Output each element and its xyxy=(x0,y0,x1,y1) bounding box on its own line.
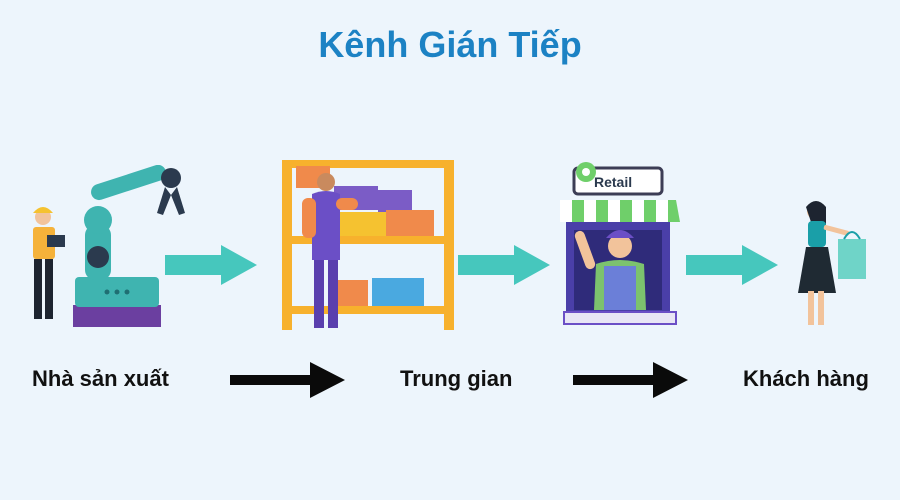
teal-arrow-3 xyxy=(686,245,778,285)
stage-label-customer: Khách hàng xyxy=(743,366,869,391)
page-title: Kênh Gián Tiếp xyxy=(318,24,582,65)
stage-label-manufacturer: Nhà sản xuất xyxy=(32,366,169,391)
teal-arrow-1 xyxy=(165,245,257,285)
stage-label-intermediary: Trung gian xyxy=(400,366,513,391)
teal-arrow-2 xyxy=(458,245,550,285)
factory-robot-arm-icon xyxy=(25,165,205,335)
black-arrow-2 xyxy=(573,362,688,398)
retail-shop-icon: Retail xyxy=(560,160,685,332)
customer-shopping-icon xyxy=(782,195,877,335)
black-arrow-1 xyxy=(230,362,345,398)
warehouse-worker-icon xyxy=(278,160,458,332)
retail-sign-text: Retail xyxy=(594,174,632,190)
